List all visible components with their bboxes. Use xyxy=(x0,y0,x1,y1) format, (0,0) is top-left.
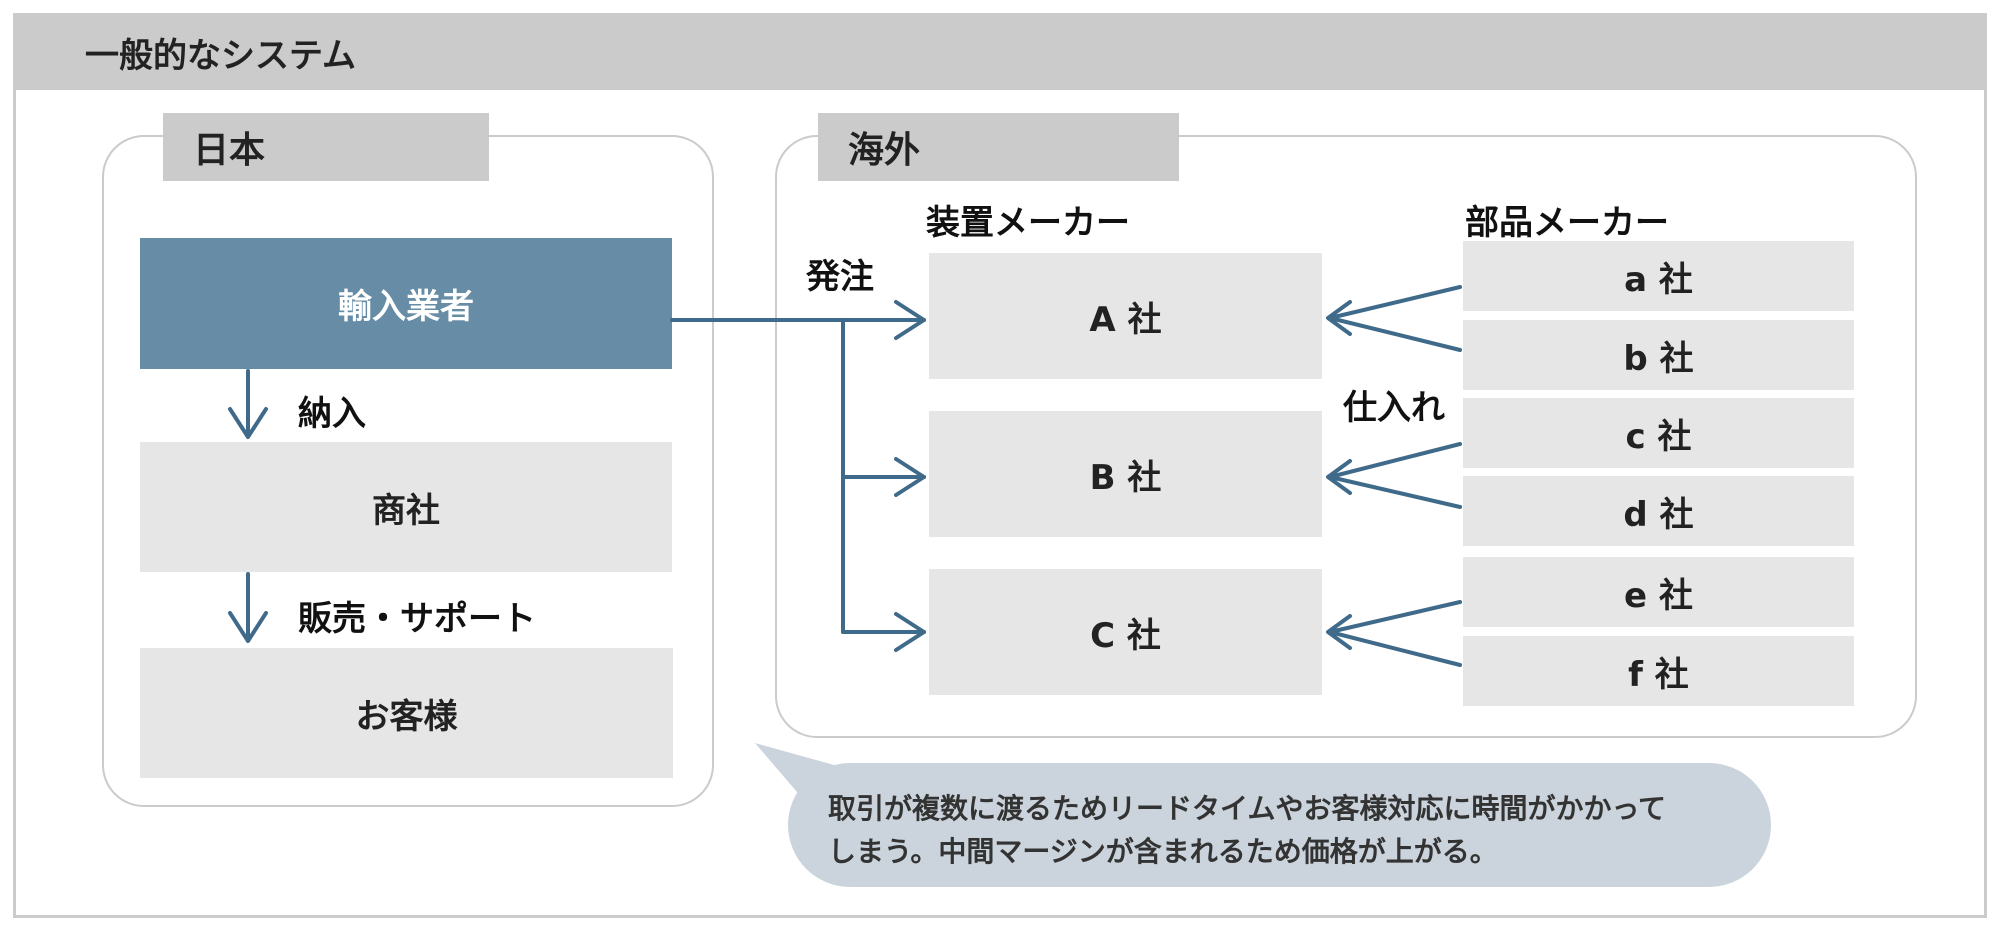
parts-maker-d: d 社 xyxy=(1463,476,1854,546)
device-maker-heading: 装置メーカー xyxy=(926,203,1130,243)
note-line-2: しまう。中間マージンが含まれるため価格が上がる。 xyxy=(828,835,1498,868)
device-maker-b: B 社 xyxy=(929,411,1322,537)
purchase-label: 仕入れ xyxy=(1343,388,1445,428)
purchase-arrowhead-b xyxy=(1326,459,1352,495)
parts-maker-e: e 社 xyxy=(1463,557,1854,627)
overseas-tab: 海外 xyxy=(818,113,1179,181)
order-label: 発注 xyxy=(806,257,874,297)
importer-box: 輸入業者 xyxy=(140,238,672,369)
order-arrowhead-b xyxy=(894,457,926,497)
delivery-arrowhead xyxy=(228,407,268,439)
purchase-arrowhead-c xyxy=(1326,614,1352,650)
japan-tab: 日本 xyxy=(163,113,489,181)
parts-maker-f: f 社 xyxy=(1463,636,1854,706)
note-line-1: 取引が複数に渡るためリードタイムやお客様対応に時間がかかって xyxy=(828,792,1667,825)
parts-maker-a: a 社 xyxy=(1463,241,1854,311)
parts-maker-heading: 部品メーカー xyxy=(1465,203,1669,243)
title-bar xyxy=(13,13,1987,90)
trading-company-box: 商社 xyxy=(140,442,672,572)
sales-support-label: 販売・サポート xyxy=(298,599,536,639)
delivery-label: 納入 xyxy=(298,394,366,434)
device-maker-c: C 社 xyxy=(929,569,1322,695)
purchase-line-f xyxy=(1328,630,1462,667)
parts-maker-b: b 社 xyxy=(1463,320,1854,390)
purchase-line-c xyxy=(1328,442,1462,479)
device-maker-a: A 社 xyxy=(929,253,1322,379)
order-arrowhead-c xyxy=(894,612,926,652)
purchase-line-a xyxy=(1328,285,1462,320)
page-title: 一般的なシステム xyxy=(85,36,356,76)
purchase-line-e xyxy=(1328,600,1462,634)
parts-maker-c: c 社 xyxy=(1463,398,1854,468)
note-bubble: 取引が複数に渡るためリードタイムやお客様対応に時間がかかって しまう。中間マージ… xyxy=(788,763,1771,887)
customer-box: お客様 xyxy=(140,648,673,778)
purchase-line-d xyxy=(1328,475,1462,509)
sales-arrowhead xyxy=(228,611,268,643)
purchase-line-b xyxy=(1328,316,1462,352)
purchase-arrowhead-a xyxy=(1326,300,1352,336)
order-arrowhead-a xyxy=(894,300,926,340)
